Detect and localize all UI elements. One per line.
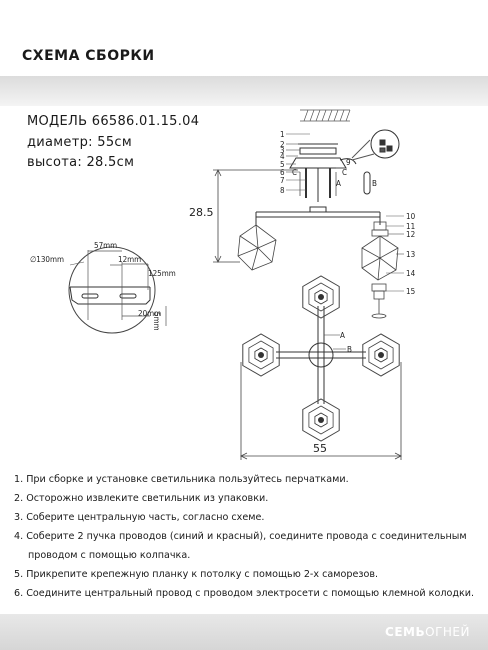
canopy-assembly: [289, 129, 400, 202]
callout-6: 6: [280, 168, 285, 177]
letter-b-top: B: [372, 179, 377, 188]
instruction-item: 3. Соберите центральную часть, согласно …: [14, 512, 265, 523]
ceiling-hatch: [300, 109, 351, 122]
bracket-slot-left: [81, 293, 99, 299]
shade-left: [237, 224, 277, 271]
instruction-item: 4. Соберите 2 пучка проводов (синий и кр…: [14, 531, 467, 542]
dim-125: 125mm: [148, 269, 176, 278]
shade-hex-3-ring-2: [368, 340, 394, 370]
dim-57: 57mm: [94, 241, 117, 250]
callout-13: 13: [406, 250, 415, 259]
shade-hex-4-ring-2: [308, 405, 334, 435]
callout-5: 5: [280, 160, 285, 169]
callout-15: 15: [406, 287, 415, 296]
callout-10: 10: [406, 212, 416, 221]
shade-hex-4-center: [318, 417, 324, 423]
callout-1: 1: [280, 130, 285, 139]
bulb: [371, 283, 387, 319]
letter-c-right: C: [342, 168, 347, 177]
callout-2: 2: [280, 140, 285, 149]
page-title: СХЕМА СБОРКИ: [22, 48, 155, 64]
connector-zoom-circle: [370, 129, 400, 159]
brand-logo: СЕМЬОГНЕЙ: [385, 625, 470, 639]
title-underline-band: [0, 76, 488, 106]
instruction-item: 2. Осторожно извлеките светильник из упа…: [14, 493, 269, 504]
shade-hex-2-ring-1: [242, 333, 280, 377]
letter-c-left: C: [292, 168, 297, 177]
instruction-item: проводом с помощью колпачка.: [28, 550, 191, 561]
bracket-detail: [68, 246, 167, 334]
dim-height: 28.5: [189, 206, 214, 219]
instruction-item: 1. При сборке и установке светильника по…: [14, 474, 349, 485]
callout-12: 12: [406, 230, 415, 239]
shade-hex-1-ring-1: [302, 275, 340, 319]
letter-a-plan: A: [340, 331, 345, 340]
height-label: высота: 28.5см: [27, 155, 135, 170]
bracket-circle: [68, 246, 156, 334]
shade-hex-3-ring-1: [362, 333, 400, 377]
diameter-label: диаметр: 55см: [27, 135, 132, 150]
shade-hex-1-center: [318, 294, 324, 300]
letter-b-plan: B: [347, 345, 352, 354]
dim-12: 12mm: [118, 255, 141, 264]
instruction-item: 6. Соедините центральный провод с провод…: [14, 588, 475, 599]
shade-hex-1-ring-2: [308, 282, 334, 312]
arm: [255, 206, 381, 225]
instructions-list: 1. При сборке и установке светильника по…: [14, 470, 484, 603]
top-view-shades: [242, 275, 400, 442]
shade-right: [361, 221, 399, 281]
bracket-plate: [69, 286, 151, 305]
shade-hex-4-ring-1: [302, 398, 340, 442]
shade-hex-2-ring-3: [254, 347, 268, 363]
instruction-item: 5. Прикрепите крепежную планку к потолку…: [14, 569, 379, 580]
shade-hex-1-ring-3: [314, 289, 328, 305]
callouts-left: 1 2 3 4 5 6 7 8 9 C C A B: [280, 130, 377, 195]
callout-lines-right: [386, 215, 404, 292]
callout-14: 14: [406, 269, 416, 278]
callout-lines-left: [286, 133, 346, 191]
callout-8: 8: [280, 186, 285, 195]
callout-3: 3: [280, 146, 285, 155]
dim-width: 55: [313, 442, 327, 455]
dim-20: 20mm: [138, 309, 161, 318]
shade-hex-2-ring-2: [248, 340, 274, 370]
shade-hex-4-ring-3: [314, 412, 328, 428]
assembly-diagram: ∅130mm 57mm 12mm 125mm 20mm 5mm: [30, 109, 416, 460]
model-label: МОДЕЛЬ 66586.01.15.04: [27, 114, 200, 129]
callout-9: 9: [346, 158, 351, 167]
dim-5: 5mm: [152, 312, 161, 331]
callouts-right: 10 11 12 13 14 15: [406, 212, 416, 296]
screw-part: [363, 171, 371, 195]
callout-7: 7: [280, 176, 285, 185]
shade-hex-3-center: [378, 352, 384, 358]
width-dimension: [240, 362, 402, 460]
height-dimension: [213, 169, 298, 263]
shade-hex-3-ring-3: [374, 347, 388, 363]
letter-a-top: A: [336, 179, 341, 188]
shade-hex-2-center: [258, 352, 264, 358]
top-view: [276, 306, 366, 404]
bracket-slot-right: [119, 293, 137, 299]
center-hub: [308, 342, 334, 368]
dim-130: ∅130mm: [30, 255, 64, 264]
callout-4: 4: [280, 152, 285, 161]
callout-11: 11: [406, 222, 415, 231]
footer-band: СЕМЬОГНЕЙ: [0, 614, 488, 650]
